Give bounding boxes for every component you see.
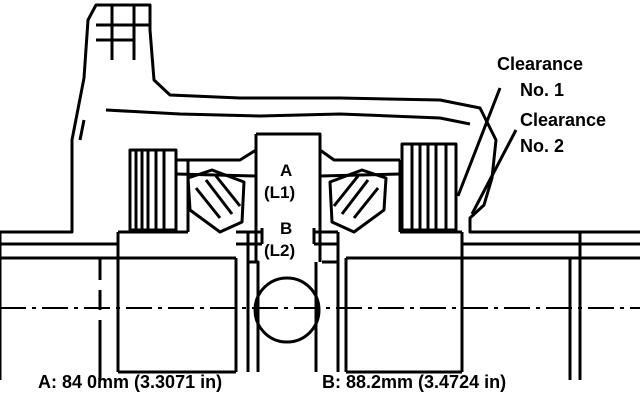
clearance-1-leader <box>456 87 502 197</box>
caption-dimension-a: A: 84 0mm (3.3071 in) <box>38 372 223 392</box>
housing-outline <box>0 3 640 234</box>
clearance-1-label-line2: No. 1 <box>520 80 564 100</box>
dimension-l2-label: (L2) <box>264 241 295 260</box>
clearance-1-label-line1: Clearance <box>497 54 583 74</box>
dimension-l1-label: (L1) <box>264 183 295 202</box>
clearance-2-leader <box>470 129 518 215</box>
clearance-2-label-line1: Clearance <box>520 110 606 130</box>
dimension-b-label: B <box>280 219 292 238</box>
clearance-2-label-line2: No. 2 <box>520 136 564 156</box>
caption-dimension-b: B: 88.2mm (3.4724 in) <box>322 372 507 392</box>
dimension-a-label: A <box>280 161 292 180</box>
